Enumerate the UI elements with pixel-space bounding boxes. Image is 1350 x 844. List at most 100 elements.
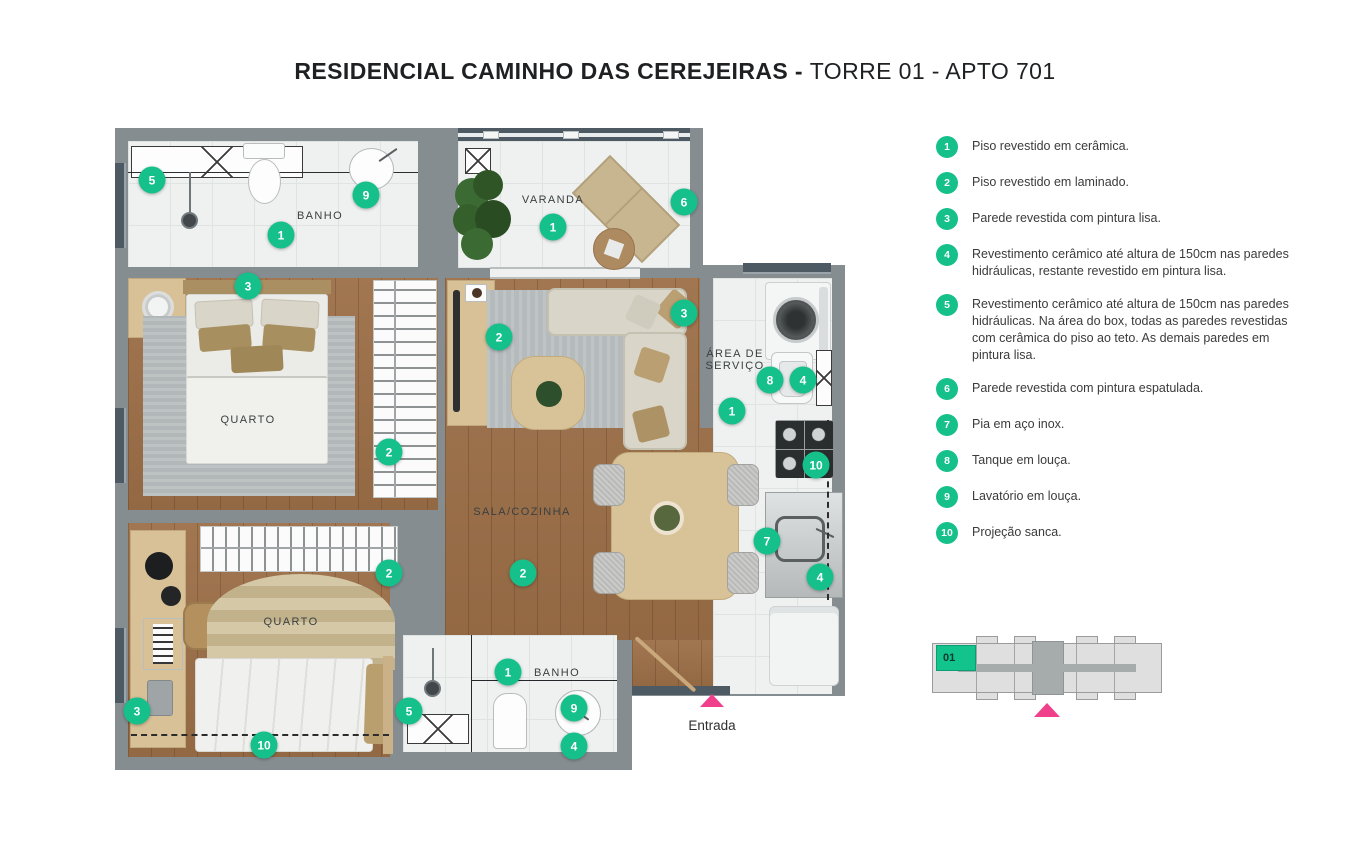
legend-item-text: Pia em aço inox. [972, 417, 1065, 431]
pendant-lamp-icon [161, 586, 181, 606]
finish-marker-9: 9 [560, 694, 588, 722]
key-plan: 01 [932, 633, 1164, 725]
cabinet-symbol [816, 350, 832, 406]
finish-marker-6: 6 [670, 188, 698, 216]
finish-marker-10: 10 [250, 731, 278, 759]
entry-corridor-floor [632, 640, 713, 686]
dining-chair [727, 464, 759, 506]
legend-number-badge: 2 [936, 172, 958, 194]
entrance-label: Entrada [688, 718, 736, 733]
wall-sala-service [700, 265, 713, 428]
pendant-lamp-icon [145, 552, 173, 580]
finish-marker-9: 9 [352, 181, 380, 209]
window-handle [483, 131, 499, 139]
finish-marker-5: 5 [395, 697, 423, 725]
duvet [186, 376, 328, 464]
finish-marker-3: 3 [670, 299, 698, 327]
finish-marker-2: 2 [509, 559, 537, 587]
finish-marker-1: 1 [267, 221, 295, 249]
legend-item: 6 Parede revestida com pintura espatulada… [936, 378, 1304, 400]
room-label: QUARTO [263, 616, 319, 628]
ac-unit-symbol [465, 148, 491, 174]
legend-number-badge: 9 [936, 486, 958, 508]
finish-marker-1: 1 [539, 213, 567, 241]
finish-marker-4: 4 [806, 563, 834, 591]
entrance-threshold [632, 686, 730, 695]
plant-icon [453, 170, 513, 262]
half-round-rug [207, 574, 395, 670]
legend-item-text: Piso revestido em cerâmica. [972, 139, 1130, 153]
kitchen-sink-icon [775, 516, 825, 562]
finishes-legend: 1 Piso revestido em cerâmica. 2 Piso revest… [936, 136, 1304, 544]
window-handle [563, 131, 579, 139]
room-label: VARANDA [521, 194, 585, 206]
shower-glass-line [471, 680, 617, 681]
side-table [593, 228, 635, 270]
window-left-1 [115, 163, 126, 248]
keyboard-icon [143, 618, 183, 670]
legend-number-badge: 6 [936, 378, 958, 400]
speaker-icon [465, 284, 487, 302]
finish-marker-7: 7 [753, 527, 781, 555]
room-label: SALA/COZINHA [473, 506, 571, 518]
legend-item: 3 Parede revestida com pintura lisa. [936, 208, 1304, 230]
window-handle [663, 131, 679, 139]
finish-marker-4: 4 [789, 366, 817, 394]
shower-head-icon [181, 212, 198, 229]
dining-chair [593, 464, 625, 506]
service-window [743, 263, 831, 274]
finish-marker-3: 3 [234, 272, 262, 300]
finish-marker-3: 3 [123, 697, 151, 725]
legend-item-text: Piso revestido em laminado. [972, 175, 1130, 189]
legend-item-text: Parede revestida com pintura lisa. [972, 211, 1161, 225]
room-label: BANHO [533, 667, 581, 679]
key-plan-arrow-icon [1034, 703, 1060, 717]
page-title: RESIDENCIAL CAMINHO DAS CEREJEIRAS - TOR… [0, 58, 1350, 85]
legend-number-badge: 3 [936, 208, 958, 230]
single-bed [195, 656, 393, 754]
finish-marker-10: 10 [802, 451, 830, 479]
legend-number-badge: 7 [936, 414, 958, 436]
washer-panel [819, 287, 828, 355]
dining-table [611, 452, 739, 600]
legend-item: 2 Piso revestido em laminado. [936, 172, 1304, 194]
legend-item-text: Tanque em louça. [972, 453, 1071, 467]
legend-item-text: Revestimento cerâmico até altura de 150c… [972, 247, 1289, 278]
sanca-dashed-line [827, 420, 829, 600]
washer-drum [773, 297, 819, 343]
entrance-arrow-icon [700, 694, 724, 707]
finish-marker-2: 2 [375, 559, 403, 587]
legend-number-badge: 1 [936, 136, 958, 158]
shower-head-icon [424, 680, 441, 697]
finish-marker-1: 1 [494, 658, 522, 686]
finish-marker-2: 2 [485, 323, 513, 351]
tablet-icon [147, 680, 173, 716]
washing-machine-icon [765, 282, 831, 360]
shower-arm [189, 172, 191, 214]
window-left-2 [115, 408, 126, 483]
title-project-name: RESIDENCIAL CAMINHO DAS CEREJEIRAS - [294, 58, 810, 84]
window-left-3 [115, 628, 126, 703]
legend-item-text: Parede revestida com pintura espatulada. [972, 381, 1204, 395]
wardrobe [373, 280, 437, 498]
shower-glass-line [471, 635, 472, 752]
toilet-icon [248, 159, 281, 204]
fridge-icon [769, 606, 839, 686]
coffee-table [511, 356, 585, 430]
room-label: BANHO [296, 210, 344, 222]
pillow [230, 344, 284, 374]
headboard [383, 656, 393, 754]
room-label: QUARTO [220, 414, 276, 426]
legend-item: 7 Pia em aço inox. [936, 414, 1304, 436]
legend-item: 1 Piso revestido em cerâmica. [936, 136, 1304, 158]
double-bed [183, 280, 331, 466]
wardrobe [200, 526, 398, 572]
finish-marker-1: 1 [718, 397, 746, 425]
